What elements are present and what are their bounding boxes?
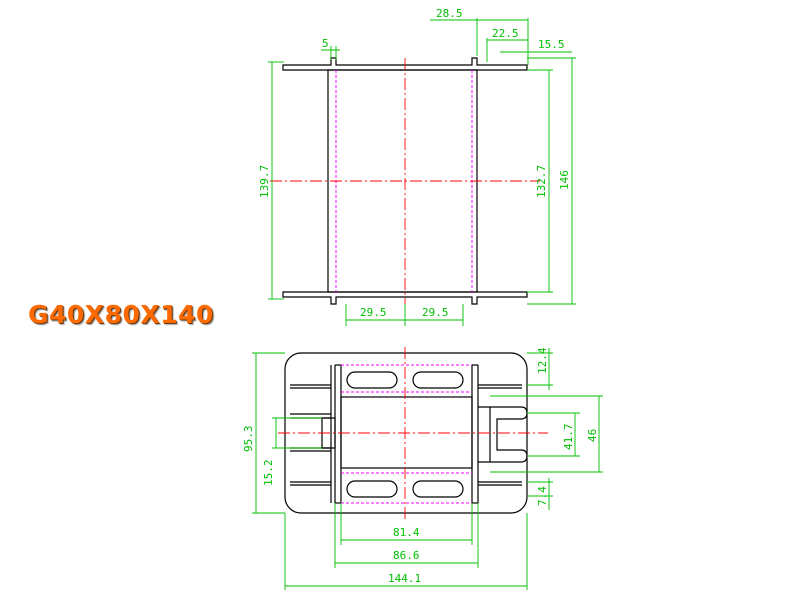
slot-top-left (346, 371, 398, 389)
dim-95-3: 95.3 (242, 426, 255, 453)
left-pins (290, 365, 336, 503)
dim-81-4: 81.4 (393, 526, 420, 539)
hidden-lines-bottom (341, 364, 472, 504)
dim-139-7: 139.7 (258, 165, 271, 198)
dim-15-2: 15.2 (262, 460, 275, 487)
dim-46: 46 (586, 429, 599, 442)
slots (346, 371, 464, 498)
core-window (340, 396, 473, 469)
dim-12-4: 12.4 (536, 347, 549, 374)
bottom-flange (282, 291, 528, 305)
slot-bottom-left (346, 480, 398, 498)
dimension-lines-bottom (252, 348, 603, 590)
right-pins (478, 384, 528, 486)
dim-15-5: 15.5 (538, 38, 565, 51)
dim-41-7: 41.7 (562, 424, 575, 451)
slot-top-right (412, 371, 464, 389)
dim-22-5: 22.5 (492, 27, 519, 40)
slot-bottom-right (412, 480, 464, 498)
dimension-lines-top (268, 18, 576, 326)
center-lines-bottom (278, 347, 548, 520)
dim-5: 5 (322, 37, 329, 50)
dim-29-5-left: 29.5 (360, 306, 387, 319)
dim-144-1: 144.1 (388, 572, 421, 585)
dim-7-4: 7.4 (536, 486, 549, 506)
part-title: G40X80X140 (28, 300, 214, 329)
bottom-view: 12.4 95.3 15.2 41.7 46 7.4 81.4 86.6 144… (242, 347, 603, 590)
dim-146: 146 (558, 170, 571, 190)
dim-29-5-right: 29.5 (422, 306, 449, 319)
dim-86-6: 86.6 (393, 549, 420, 562)
center-lines-top (270, 58, 540, 305)
top-view: 28.5 22.5 15.5 5 139.7 132.7 146 29.5 29… (258, 7, 576, 326)
top-flange (282, 57, 528, 71)
dim-28-5: 28.5 (436, 7, 463, 20)
dim-132-7: 132.7 (535, 165, 548, 198)
